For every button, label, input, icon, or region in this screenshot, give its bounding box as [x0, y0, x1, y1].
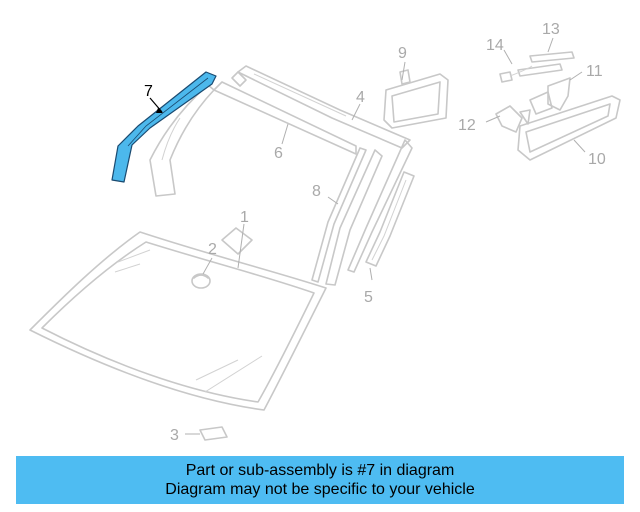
leader-line-7 — [149, 97, 163, 113]
callout-4: 4 — [356, 89, 365, 106]
callout-3: 3 — [170, 427, 179, 444]
windshield-glass — [29, 231, 327, 411]
callout-14: 14 — [486, 37, 504, 54]
highlighted-part-7 — [111, 71, 217, 183]
callout-1: 1 — [240, 209, 249, 226]
callout-10: 10 — [588, 151, 606, 168]
rearview-mirror-upper — [383, 69, 449, 129]
info-banner: Part or sub-assembly is #7 in diagram Di… — [16, 456, 624, 504]
callout-11: 11 — [586, 63, 603, 80]
sensor-bar — [517, 51, 575, 77]
leader-lines — [185, 37, 586, 435]
sensor-mount — [191, 273, 211, 289]
molding-strip — [149, 81, 357, 197]
label-plate — [221, 227, 253, 255]
clip-part — [199, 426, 228, 441]
roof-molding — [231, 65, 411, 149]
callout-9: 9 — [398, 45, 407, 62]
wire-connector — [499, 65, 533, 83]
parts-diagram: 1 2 3 4 5 6 7 8 9 10 11 12 13 14 — [29, 21, 621, 444]
mirror-bracket — [495, 105, 531, 133]
callout-13: 13 — [542, 21, 560, 38]
rearview-mirror-lower — [517, 95, 621, 161]
callout-12: 12 — [458, 117, 476, 134]
banner-line-disclaimer: Diagram may not be specific to your vehi… — [165, 481, 475, 498]
leader-arrow-7 — [156, 108, 163, 113]
pillar-garnish — [365, 171, 415, 267]
banner-line-part: Part or sub-assembly is #7 in diagram — [185, 462, 455, 479]
callout-8: 8 — [312, 183, 321, 200]
mirror-cover — [529, 77, 571, 115]
callout-2: 2 — [208, 241, 217, 258]
callout-6: 6 — [274, 145, 283, 162]
callout-7: 7 — [144, 83, 153, 100]
pillar-trim — [311, 139, 413, 286]
callout-5: 5 — [364, 289, 373, 306]
